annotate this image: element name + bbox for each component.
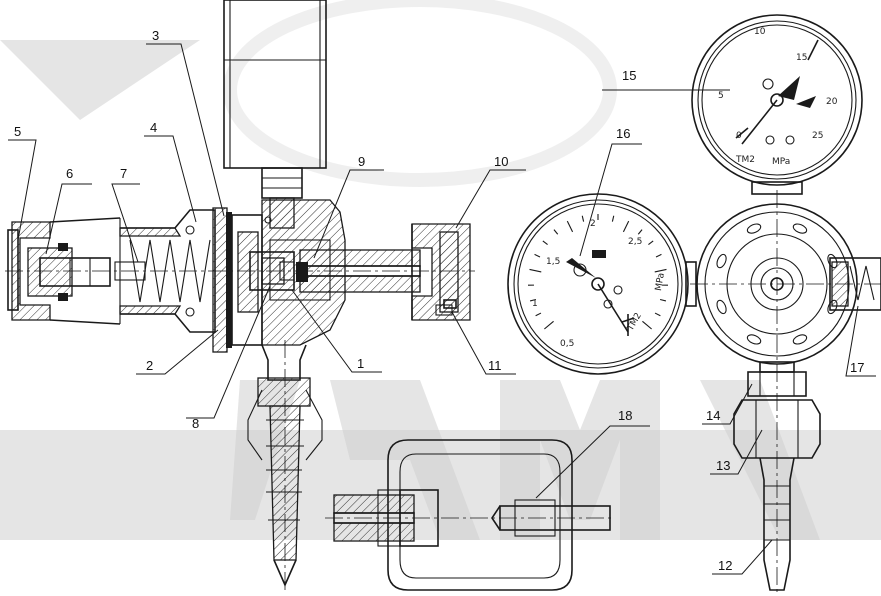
gauge-high-tick-20: 20	[826, 97, 838, 107]
callout-15: 15	[622, 68, 636, 83]
gauge-high-tick-5: 5	[718, 91, 724, 101]
gauge-low-tick-1: 1	[532, 299, 538, 309]
callout-12: 12	[718, 558, 732, 573]
callout-9: 9	[358, 154, 365, 169]
gauge-high-tick-25: 25	[812, 131, 823, 141]
connector-view-18	[325, 439, 615, 591]
bolt-hole	[716, 299, 727, 315]
gauge-low-unit: MPa	[654, 272, 667, 292]
gauge-low-tick-1-5: 1,5	[546, 257, 560, 267]
gauge-tick	[622, 220, 630, 233]
callout-16: 16	[616, 126, 630, 141]
gauge-tick	[553, 229, 559, 235]
gauge-tick	[659, 298, 667, 302]
bolt-hole	[746, 223, 762, 234]
gauge-tick	[654, 268, 667, 273]
regulator-front-view	[690, 190, 881, 596]
callout-2: 2	[146, 358, 153, 373]
gauge-tick	[534, 253, 541, 258]
bolt-hole	[746, 334, 762, 345]
callout-6: 6	[66, 166, 73, 181]
low-pressure-gauge: 1,5 2 2,5 1 0,5 MPa ТМ2	[507, 193, 697, 375]
callout-7: 7	[120, 166, 127, 181]
gauge-tick	[642, 320, 652, 330]
gauge-high-tick-15: 15	[796, 53, 807, 63]
callout-17: 17	[850, 360, 864, 375]
gauge-low-tick-2: 2	[590, 219, 596, 229]
gauge-tick	[655, 253, 662, 258]
callout-13: 13	[716, 458, 730, 473]
gauge-tick	[611, 215, 615, 222]
gauge-tick	[654, 312, 661, 317]
bolt-hole	[792, 334, 808, 345]
callout-10: 10	[494, 154, 508, 169]
gauge-tick	[544, 320, 554, 330]
callout-5: 5	[14, 124, 21, 139]
high-pressure-gauge: 5 10 15 20 25 0 MPa ТМ2	[691, 14, 863, 195]
gauge-tick	[529, 268, 542, 273]
callout-11: 11	[488, 358, 502, 373]
gauge-high-unit: MPa	[772, 157, 790, 167]
callout-8: 8	[192, 416, 199, 431]
gauge-high-tick-10: 10	[754, 27, 766, 37]
gauge-tick	[637, 229, 643, 235]
gauge-high-model: ТМ2	[735, 155, 755, 165]
callout-18: 18	[618, 408, 632, 423]
bolt-hole	[716, 253, 727, 269]
gauge-tick	[581, 215, 585, 222]
gauge-tick	[566, 220, 574, 233]
callout-4: 4	[150, 120, 157, 135]
bolt-hole	[792, 223, 808, 234]
gauge-low-tick-0-5: 0,5	[560, 339, 574, 349]
gauge-tick	[648, 240, 654, 246]
regulator-section-view	[5, 0, 475, 592]
gauge-tick	[529, 298, 537, 302]
gauge-tick	[535, 312, 542, 317]
callouts: 1 2 3 4 5 6 7 8 9 10 11 12 13	[8, 28, 876, 575]
callout-14: 14	[706, 408, 720, 423]
gauge-tick	[542, 240, 548, 246]
callout-1: 1	[357, 356, 364, 371]
callout-3: 3	[152, 28, 159, 43]
gauge-low-tick-2-5: 2,5	[628, 237, 642, 247]
